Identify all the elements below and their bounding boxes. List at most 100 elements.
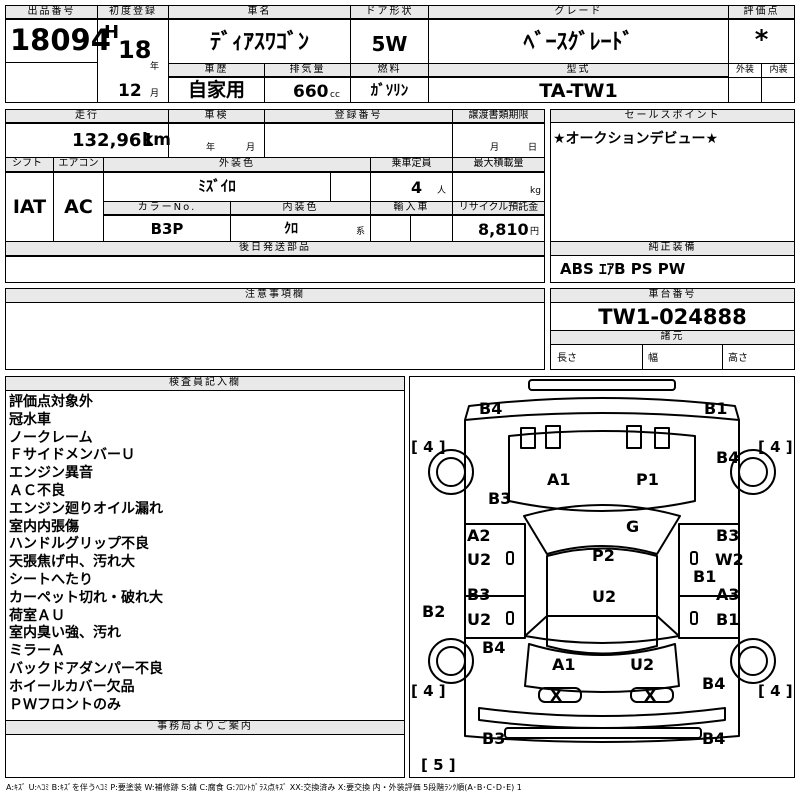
lot-number: 18094 — [10, 23, 111, 57]
specs-label: 諸元 — [551, 331, 794, 345]
right-front-handle — [690, 551, 698, 565]
car-diagram-svg — [428, 379, 776, 743]
capacity-label: 乗車定員 — [371, 158, 452, 172]
left-rear-handle — [506, 611, 514, 625]
capacity-value: 4 — [411, 178, 423, 197]
inspector-note: ホイールカバー欠品 — [9, 678, 135, 695]
legend-text: A:ｷｽﾞ U:ﾍｺﾐ B:ｷｽﾞを伴うﾍｺﾐ P:要塗装 W:補修跡 S:錆 … — [6, 783, 522, 792]
rear-section-shape — [524, 643, 680, 693]
wheel-front-left-inner — [436, 457, 466, 487]
left-front-handle — [506, 551, 514, 565]
exterior-color-label: 外装色 — [104, 158, 370, 172]
header-section — [5, 5, 795, 103]
shaken-month-unit: 月 — [246, 143, 256, 153]
import-label: 輸入車 — [371, 202, 452, 215]
rear-window-shape — [524, 615, 680, 644]
damage-rear-a: A1 — [552, 655, 576, 674]
first-reg-era: H — [104, 22, 120, 43]
first-reg-label: 初度登録 — [98, 6, 168, 19]
inspector-note: ハンドルグリップ不良 — [9, 536, 149, 553]
capacity-unit: 人 — [437, 186, 447, 196]
body-outline — [464, 420, 740, 743]
front-bar-shape — [528, 379, 676, 391]
headlight-right — [654, 427, 670, 449]
specs-length-label: 長さ — [557, 353, 577, 364]
damage-rear-u: U2 — [630, 655, 655, 674]
score-label: 評価点 — [729, 6, 794, 19]
score-value: * — [754, 25, 769, 55]
tire-rear-left: [ 4 ] — [411, 682, 446, 700]
registration-label: 登録番号 — [265, 110, 452, 123]
inspector-note: エンジン異音 — [9, 465, 93, 482]
damage-left-quarter: B4 — [482, 638, 506, 657]
spare-tire: [ 5 ] — [421, 756, 456, 774]
damage-hood-p: P1 — [636, 470, 659, 489]
car-name-value: ﾃﾞｨｱｽﾜｺﾞﾝ — [209, 30, 309, 55]
damage-left-rear-door-u: U2 — [467, 610, 492, 629]
door-value: 5W — [371, 32, 408, 56]
inspector-note: ＡＣ不良 — [9, 482, 65, 499]
displacement-unit: cc — [330, 90, 340, 100]
tire-front-left: [ 4 ] — [411, 438, 446, 456]
model-value: TA-TW1 — [539, 80, 618, 102]
damage-front-bumper-right: B1 — [704, 399, 728, 418]
sales-point-label: セールスポイント — [551, 110, 794, 123]
equipment-value: ABS ｴｱB PS PW — [560, 260, 686, 278]
inspector-note: 室内臭い強、汚れ — [9, 625, 121, 642]
front-bumper-shape — [464, 397, 740, 421]
damage-left-front-door-u: U2 — [467, 550, 492, 569]
later-parts-label: 後日発送部品 — [6, 242, 544, 256]
headlight-right-2 — [626, 425, 642, 449]
shift-value: IAT — [12, 196, 47, 218]
mileage-label: 走行 — [6, 110, 168, 123]
damage-rear-bumper-left: B3 — [482, 729, 506, 748]
inspector-note: エンジン廻りオイル漏れ — [9, 500, 163, 517]
car-diagram-section — [409, 376, 795, 778]
first-reg-month: 12 — [118, 81, 142, 101]
inspector-label: 検査員記入欄 — [6, 377, 404, 391]
equipment-label: 純正装備 — [551, 242, 794, 256]
right-rear-handle — [690, 611, 698, 625]
wheel-rear-right — [730, 638, 776, 684]
wheel-rear-right-inner — [738, 646, 768, 676]
month-unit: 月 — [150, 89, 160, 99]
grade-label: グレード — [429, 6, 728, 19]
headlight-left-2 — [545, 425, 561, 449]
inspector-section — [5, 376, 405, 778]
wheel-front-left — [428, 449, 474, 495]
first-reg-year: 18 — [118, 36, 152, 64]
inspector-note: ＦサイドメンバーＵ — [9, 447, 135, 464]
max-load-unit: kg — [530, 186, 541, 196]
chassis-label: 車台番号 — [551, 289, 794, 303]
office-label: 事務局よりご案内 — [6, 721, 404, 735]
damage-right-fender: B4 — [716, 448, 740, 467]
mileage-unit: km — [142, 130, 172, 150]
shift-label: シフト — [6, 158, 53, 172]
displacement-value: 660 — [293, 82, 329, 102]
car-name-label: 車名 — [169, 6, 350, 19]
inspector-note: バックドアダンパー不良 — [9, 660, 163, 677]
history-value: 自家用 — [187, 79, 245, 101]
recycle-unit: 円 — [530, 227, 540, 237]
rear-bumper-shape — [478, 707, 726, 729]
color-no-label: カラーNo. — [104, 202, 230, 215]
wheel-front-right-inner — [738, 457, 768, 487]
damage-right-front-door-b: B3 — [716, 526, 740, 545]
door-label: ドア形状 — [351, 6, 428, 19]
color-no-value: B3P — [150, 220, 184, 238]
damage-left-step: B2 — [422, 602, 446, 621]
damage-right-front-door-w: W2 — [715, 550, 744, 569]
damage-rear-bumper-right: B4 — [702, 729, 726, 748]
wheel-rear-left — [428, 638, 474, 684]
damage-left-fender: B3 — [488, 489, 512, 508]
tire-rear-right: [ 4 ] — [758, 682, 793, 700]
mileage-value: 132,961 — [72, 130, 154, 151]
damage-rear-x-left: X — [550, 686, 563, 705]
windshield-shape — [523, 504, 681, 555]
hood-shape — [508, 430, 696, 512]
exterior-score-label: 外装 — [735, 65, 754, 75]
inspector-note: ミラーＡ — [9, 643, 65, 660]
shaken-year-unit: 年 — [206, 143, 216, 153]
grade-value: ﾍﾞｰｽｸﾞﾚｰﾄﾞ — [523, 30, 634, 55]
